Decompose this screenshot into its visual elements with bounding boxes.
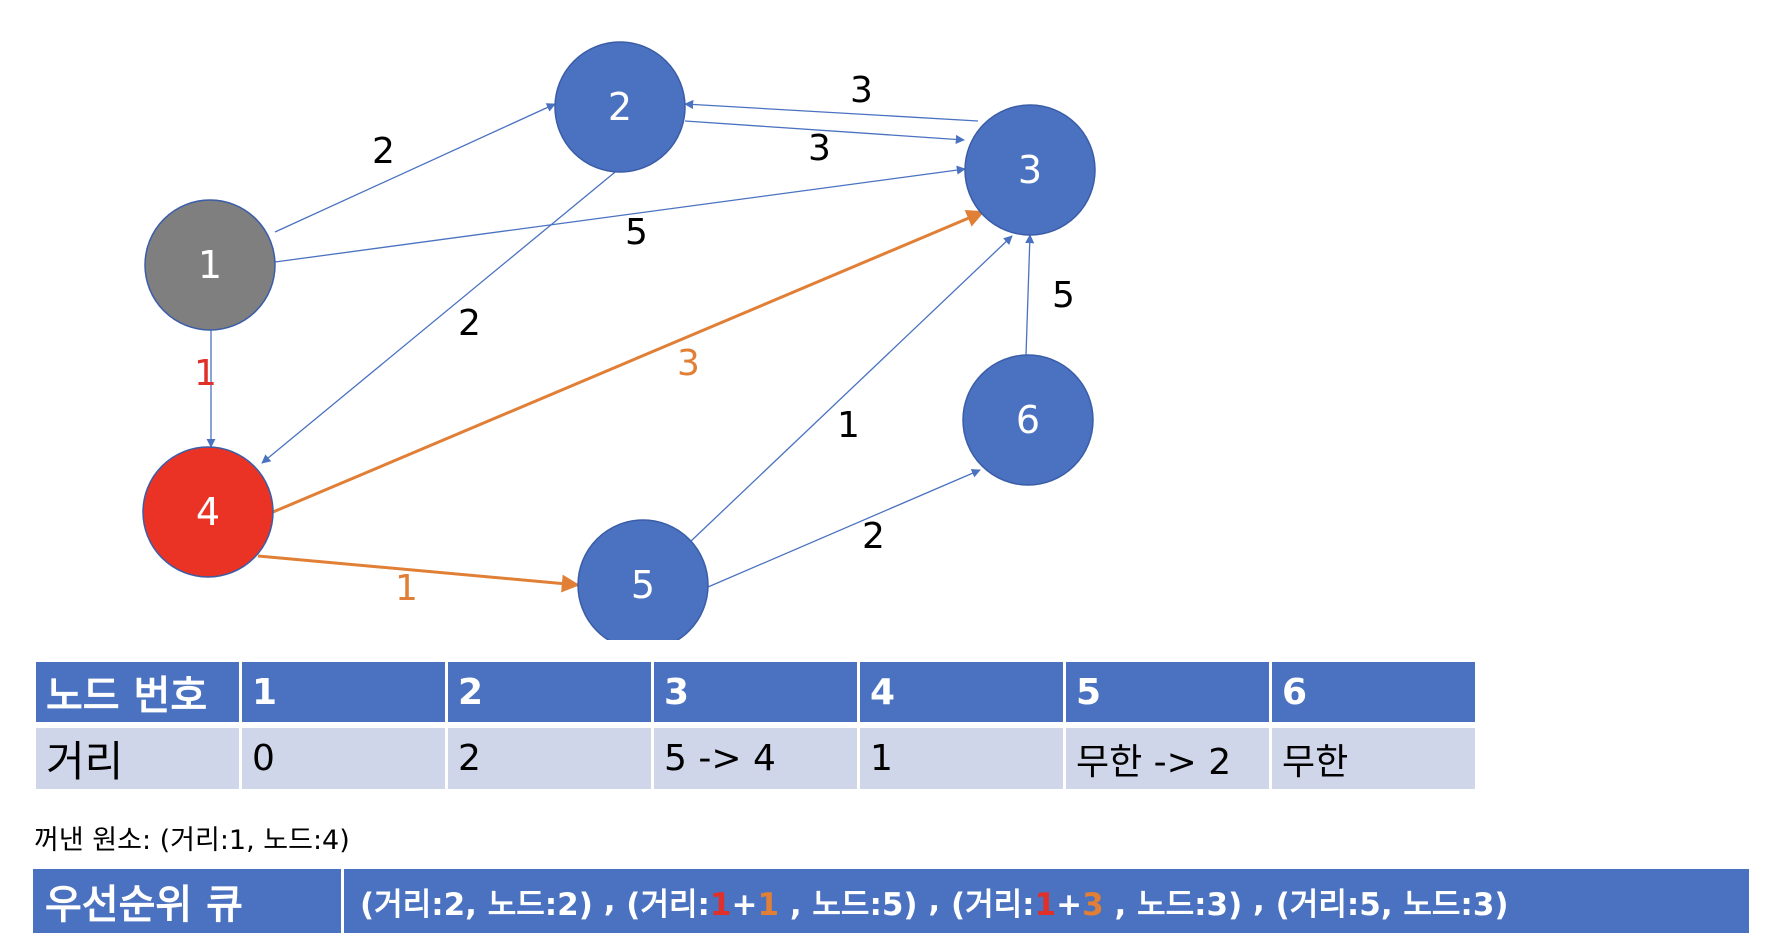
edge-1-2 [274,103,556,233]
queue-item: (거리:5, 노드:3) [1276,879,1509,924]
node-1: 1 [144,199,276,331]
node-label: 6 [1016,398,1040,442]
edge-4-3 [272,210,985,514]
edge-3-2 [684,99,979,122]
queue-item-segment: 3 [1082,886,1104,923]
edge-weight-1-2: 2 [372,131,395,172]
header-node-cell: 3 [654,662,857,728]
queue-item: (거리:1+1 , 노드:5) [626,879,917,924]
edge-weight-4-3: 3 [677,343,700,384]
distance-cell: 무한 [1272,728,1475,789]
edge-4-5 [257,554,580,593]
queue-item-segment: , 노드:5) [779,886,918,923]
edge-weight-2-4: 2 [458,303,481,344]
priority-queue-contents: (거리:2, 노드:2) , (거리:1+1 , 노드:5) , (거리:1+3… [344,869,1749,933]
node-circle [142,446,274,578]
popped-element-text: 꺼낸 원소: (거리:1, 노드:4) [34,825,350,856]
node-circle [144,199,276,331]
queue-item-segment: + [731,886,758,923]
header-label-cell: 노드 번호 [36,662,239,728]
edges-layer [206,99,1035,593]
edge-2-3 [684,120,965,144]
queue-item-segment: (거리:5, 노드:3) [1275,886,1509,923]
queue-item: (거리:2, 노드:2) [360,879,593,924]
edge-1-3 [274,165,966,263]
node-4: 4 [142,446,274,578]
distance-cell: 0 [242,728,445,789]
queue-separator: , [917,883,951,919]
priority-queue-label: 우선순위 큐 [33,869,341,933]
row-label-cell: 거리 [36,728,239,789]
queue-item-segment: 1 [1034,886,1057,923]
distance-table: 노드 번호 1 2 3 4 5 6 거리 0 2 5 -> 4 1 무한 -> … [33,662,1478,789]
edge-weight-3-2: 3 [850,70,873,111]
header-node-cell: 5 [1066,662,1269,728]
distance-cell: 1 [860,728,1063,789]
header-node-cell: 1 [242,662,445,728]
node-circle [554,41,686,173]
edge-weight-6-3: 5 [1052,275,1075,316]
node-circle [964,104,1096,236]
queue-item-segment: + [1056,886,1083,923]
queue-item-segment: 1 [709,886,732,923]
queue-separator: , [1242,883,1276,919]
edge-weight-5-6: 2 [862,516,885,557]
edge-weight-1-3: 5 [625,212,648,253]
node-6: 6 [962,354,1094,486]
queue-item-segment: (거리: [950,886,1035,923]
node-5: 5 [577,519,709,640]
node-label: 5 [631,563,655,607]
distance-cell: 2 [448,728,651,789]
node-3: 3 [964,104,1096,236]
node-circle [577,519,709,640]
edge-5-6 [707,469,981,588]
distance-table-header-row: 노드 번호 1 2 3 4 5 6 [36,662,1475,728]
node-label: 1 [198,243,222,287]
node-label: 4 [196,490,220,534]
edge-weight-4-5: 1 [395,568,418,609]
nodes-layer: 1 2 3 4 5 6 [142,41,1096,640]
edge-2-4 [261,167,621,464]
distance-cell: 무한 -> 2 [1066,728,1269,789]
priority-queue-divider [341,869,344,933]
node-2: 2 [554,41,686,173]
node-label: 2 [608,85,632,129]
queue-item: (거리:1+3 , 노드:3) [951,879,1242,924]
queue-item-segment: 1 [757,886,780,923]
edge-5-3 [689,235,1013,543]
header-node-cell: 4 [860,662,1063,728]
queue-separator: , [592,883,627,919]
header-node-cell: 2 [448,662,651,728]
queue-item-segment: , 노드:3) [1103,886,1243,923]
distance-cell: 5 -> 4 [654,728,857,789]
edge-6-3 [1025,234,1035,356]
edge-weight-5-3: 1 [837,405,860,446]
edge-weight-1-4: 1 [194,353,217,394]
distance-table-value-row: 거리 0 2 5 -> 4 1 무한 -> 2 무한 [36,728,1475,789]
queue-item-segment: (거리: [626,886,710,923]
priority-queue: 우선순위 큐 (거리:2, 노드:2) , (거리:1+1 , 노드:5) , … [33,869,1749,933]
header-node-cell: 6 [1272,662,1475,728]
node-label: 3 [1018,148,1042,192]
node-circle [962,354,1094,486]
edge-weight-2-3: 3 [808,128,831,169]
queue-item-segment: (거리:2, 노드:2) [360,886,593,923]
